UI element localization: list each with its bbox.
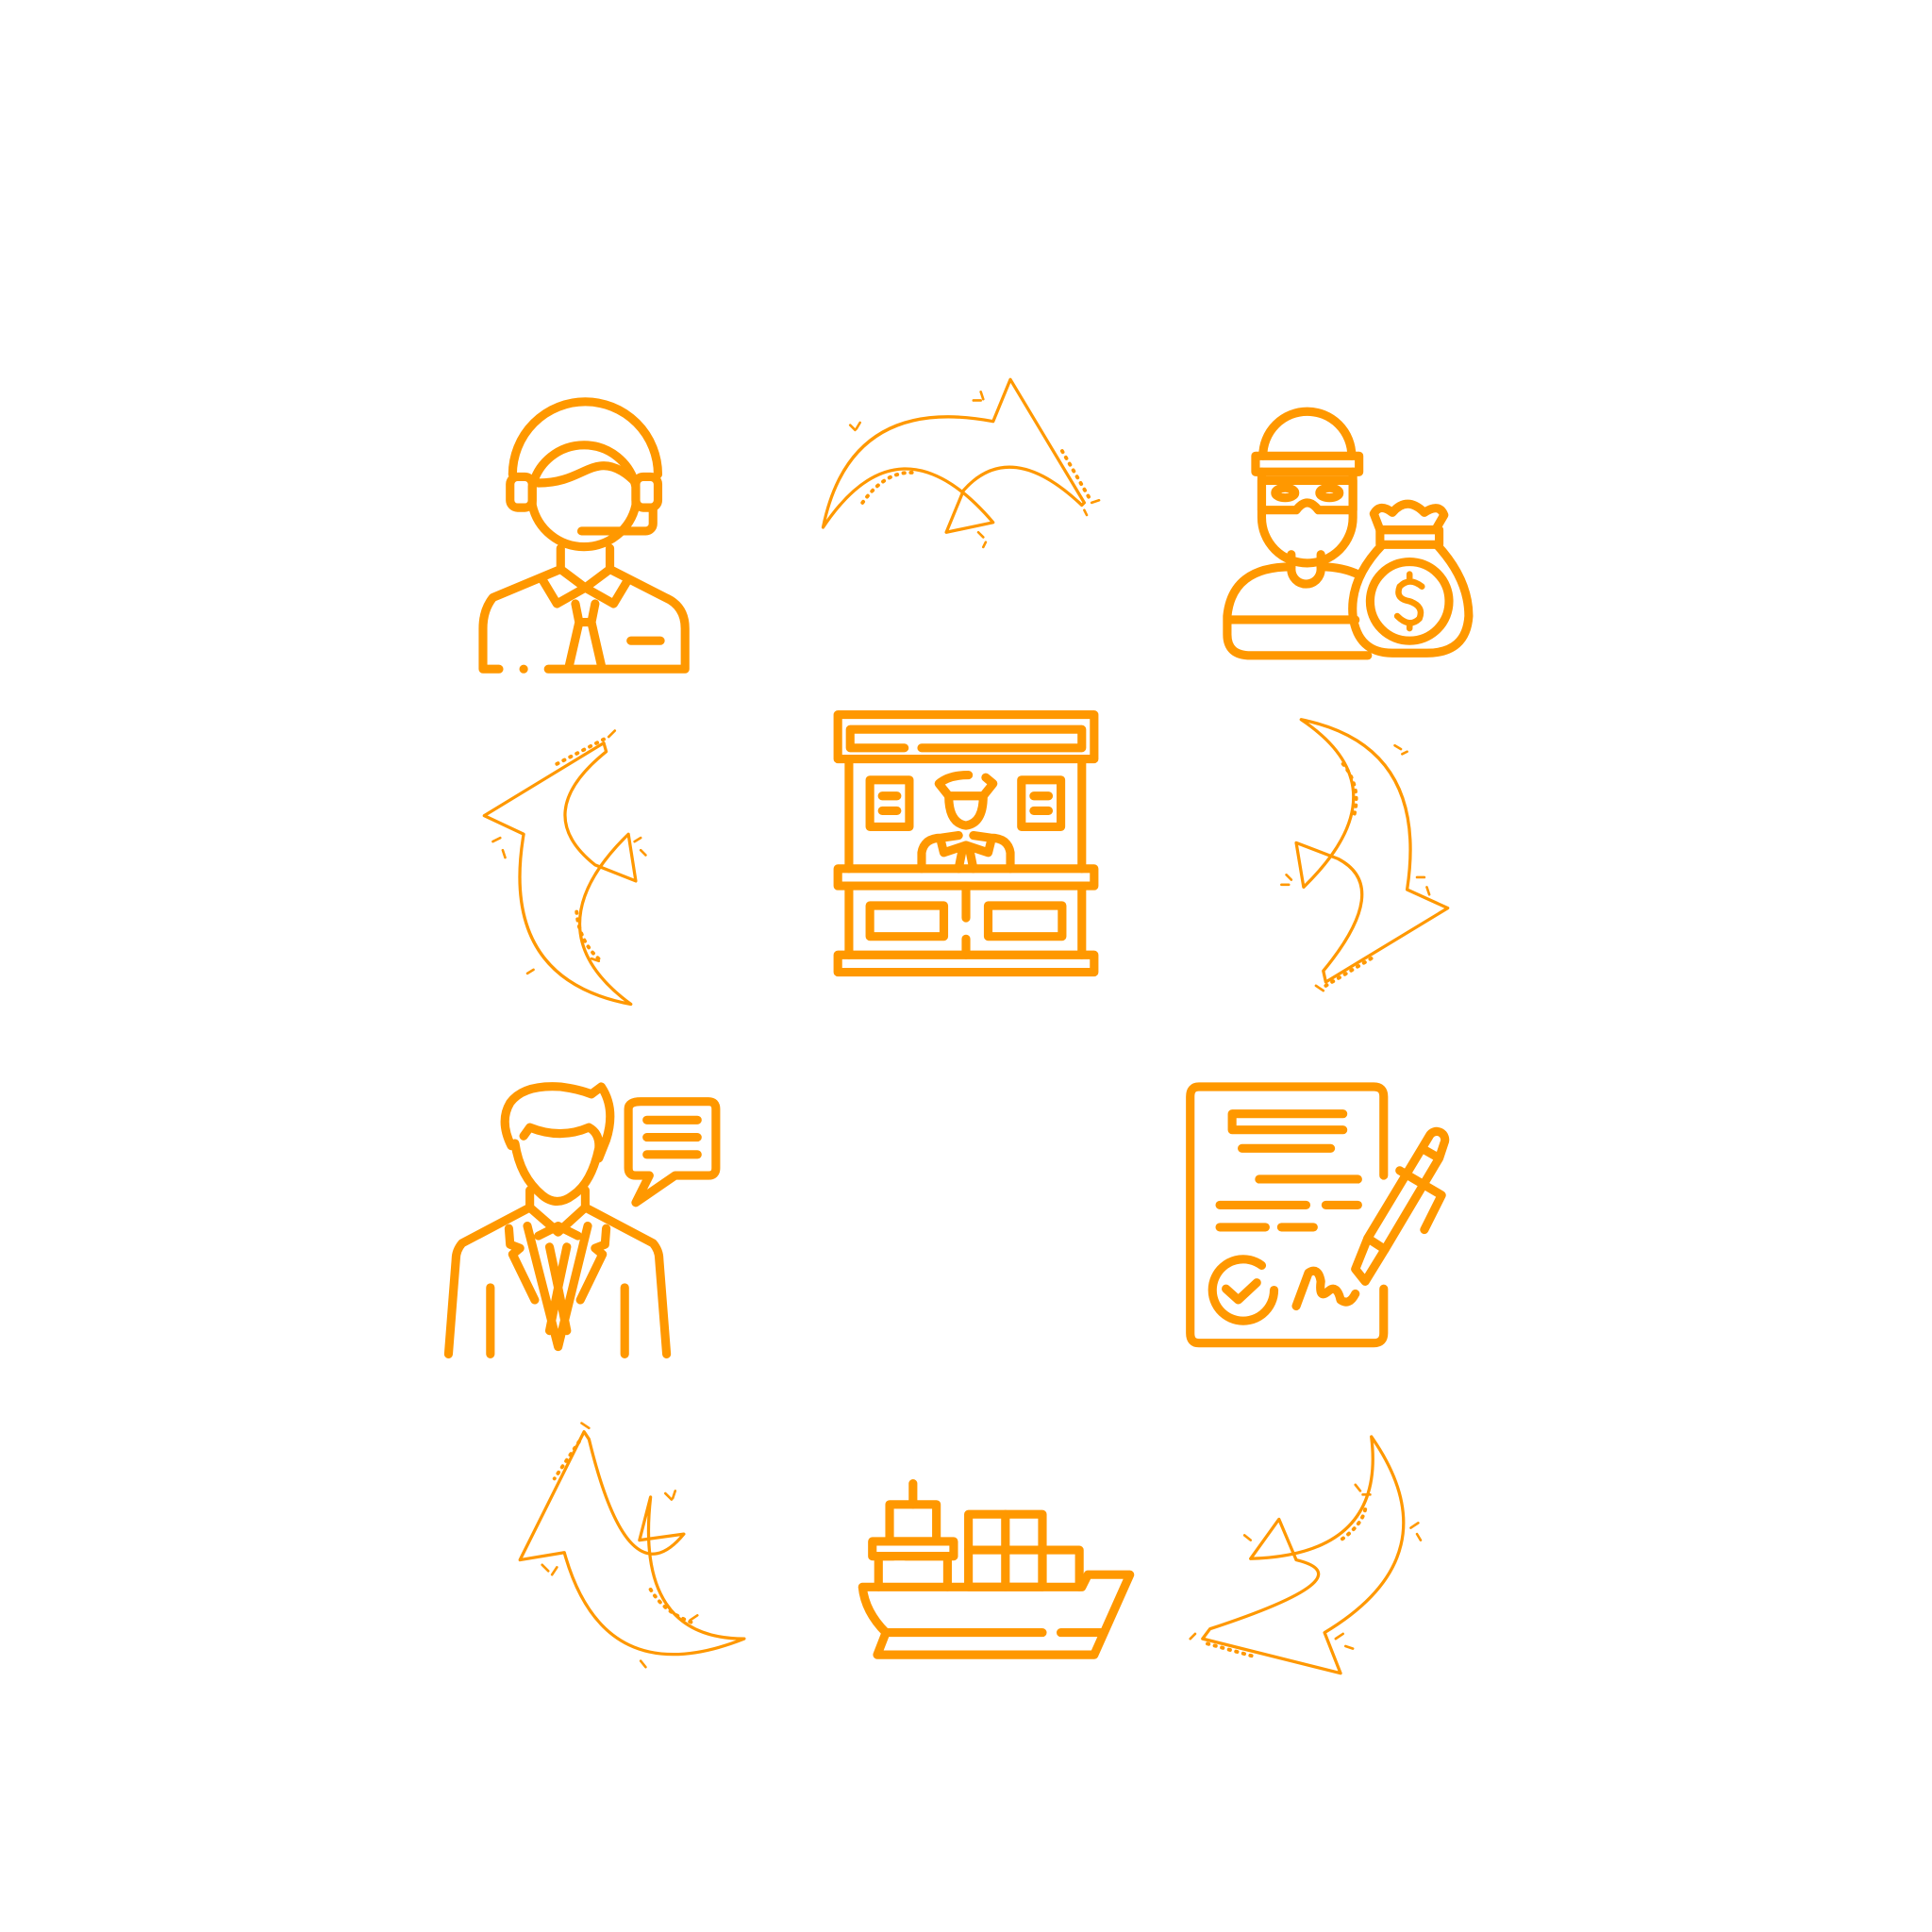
arrow-agent-to-thief — [821, 377, 1101, 549]
thief-money-bag-icon — [1223, 407, 1474, 660]
cargo-ship-icon — [858, 1478, 1135, 1659]
arrow-document-to-ship — [1189, 1435, 1423, 1675]
arrow-thief-to-document — [1280, 718, 1450, 992]
arrow-businessman-to-agent — [482, 729, 647, 1007]
businessman-speech-icon — [443, 1082, 721, 1358]
customs-booth-icon — [833, 709, 1099, 977]
customer-support-agent-icon — [478, 397, 690, 674]
arrow-ship-to-businessman — [518, 1422, 746, 1669]
signed-document-icon — [1186, 1082, 1450, 1348]
